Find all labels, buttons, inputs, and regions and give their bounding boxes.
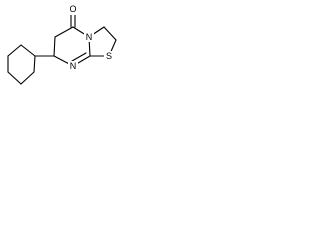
bond-ch-ch2 [53,36,56,57]
bond-cy-1 [20,44,36,57]
sulfur-label-mask [104,51,114,62]
bond-ch2-ch2 [103,26,117,41]
bond-c-nimine-double [71,52,87,62]
sulfur-atom-label: S [106,51,112,61]
bond-cy-2 [33,55,36,73]
oxygen-atom-label: O [69,4,76,14]
molecule-drawing: O N N S [7,4,117,85]
bond-ch2-co [54,26,74,38]
nitrogen-ring-label-mask [84,31,94,42]
bond-cy-4 [7,71,22,85]
nitrogen-imine-label-mask [68,61,78,72]
carbonyl-group [70,12,76,28]
bond-cy-3 [20,71,35,85]
cyclohexyl-ring [7,44,36,85]
oxygen-label-mask [68,4,78,15]
nitrogen-ring-atom-label: N [86,32,93,42]
chemical-structure-diagram: O N N S [0,0,120,98]
nitrogen-imine-atom-label: N [70,61,77,71]
bond-cy-6 [7,44,22,57]
